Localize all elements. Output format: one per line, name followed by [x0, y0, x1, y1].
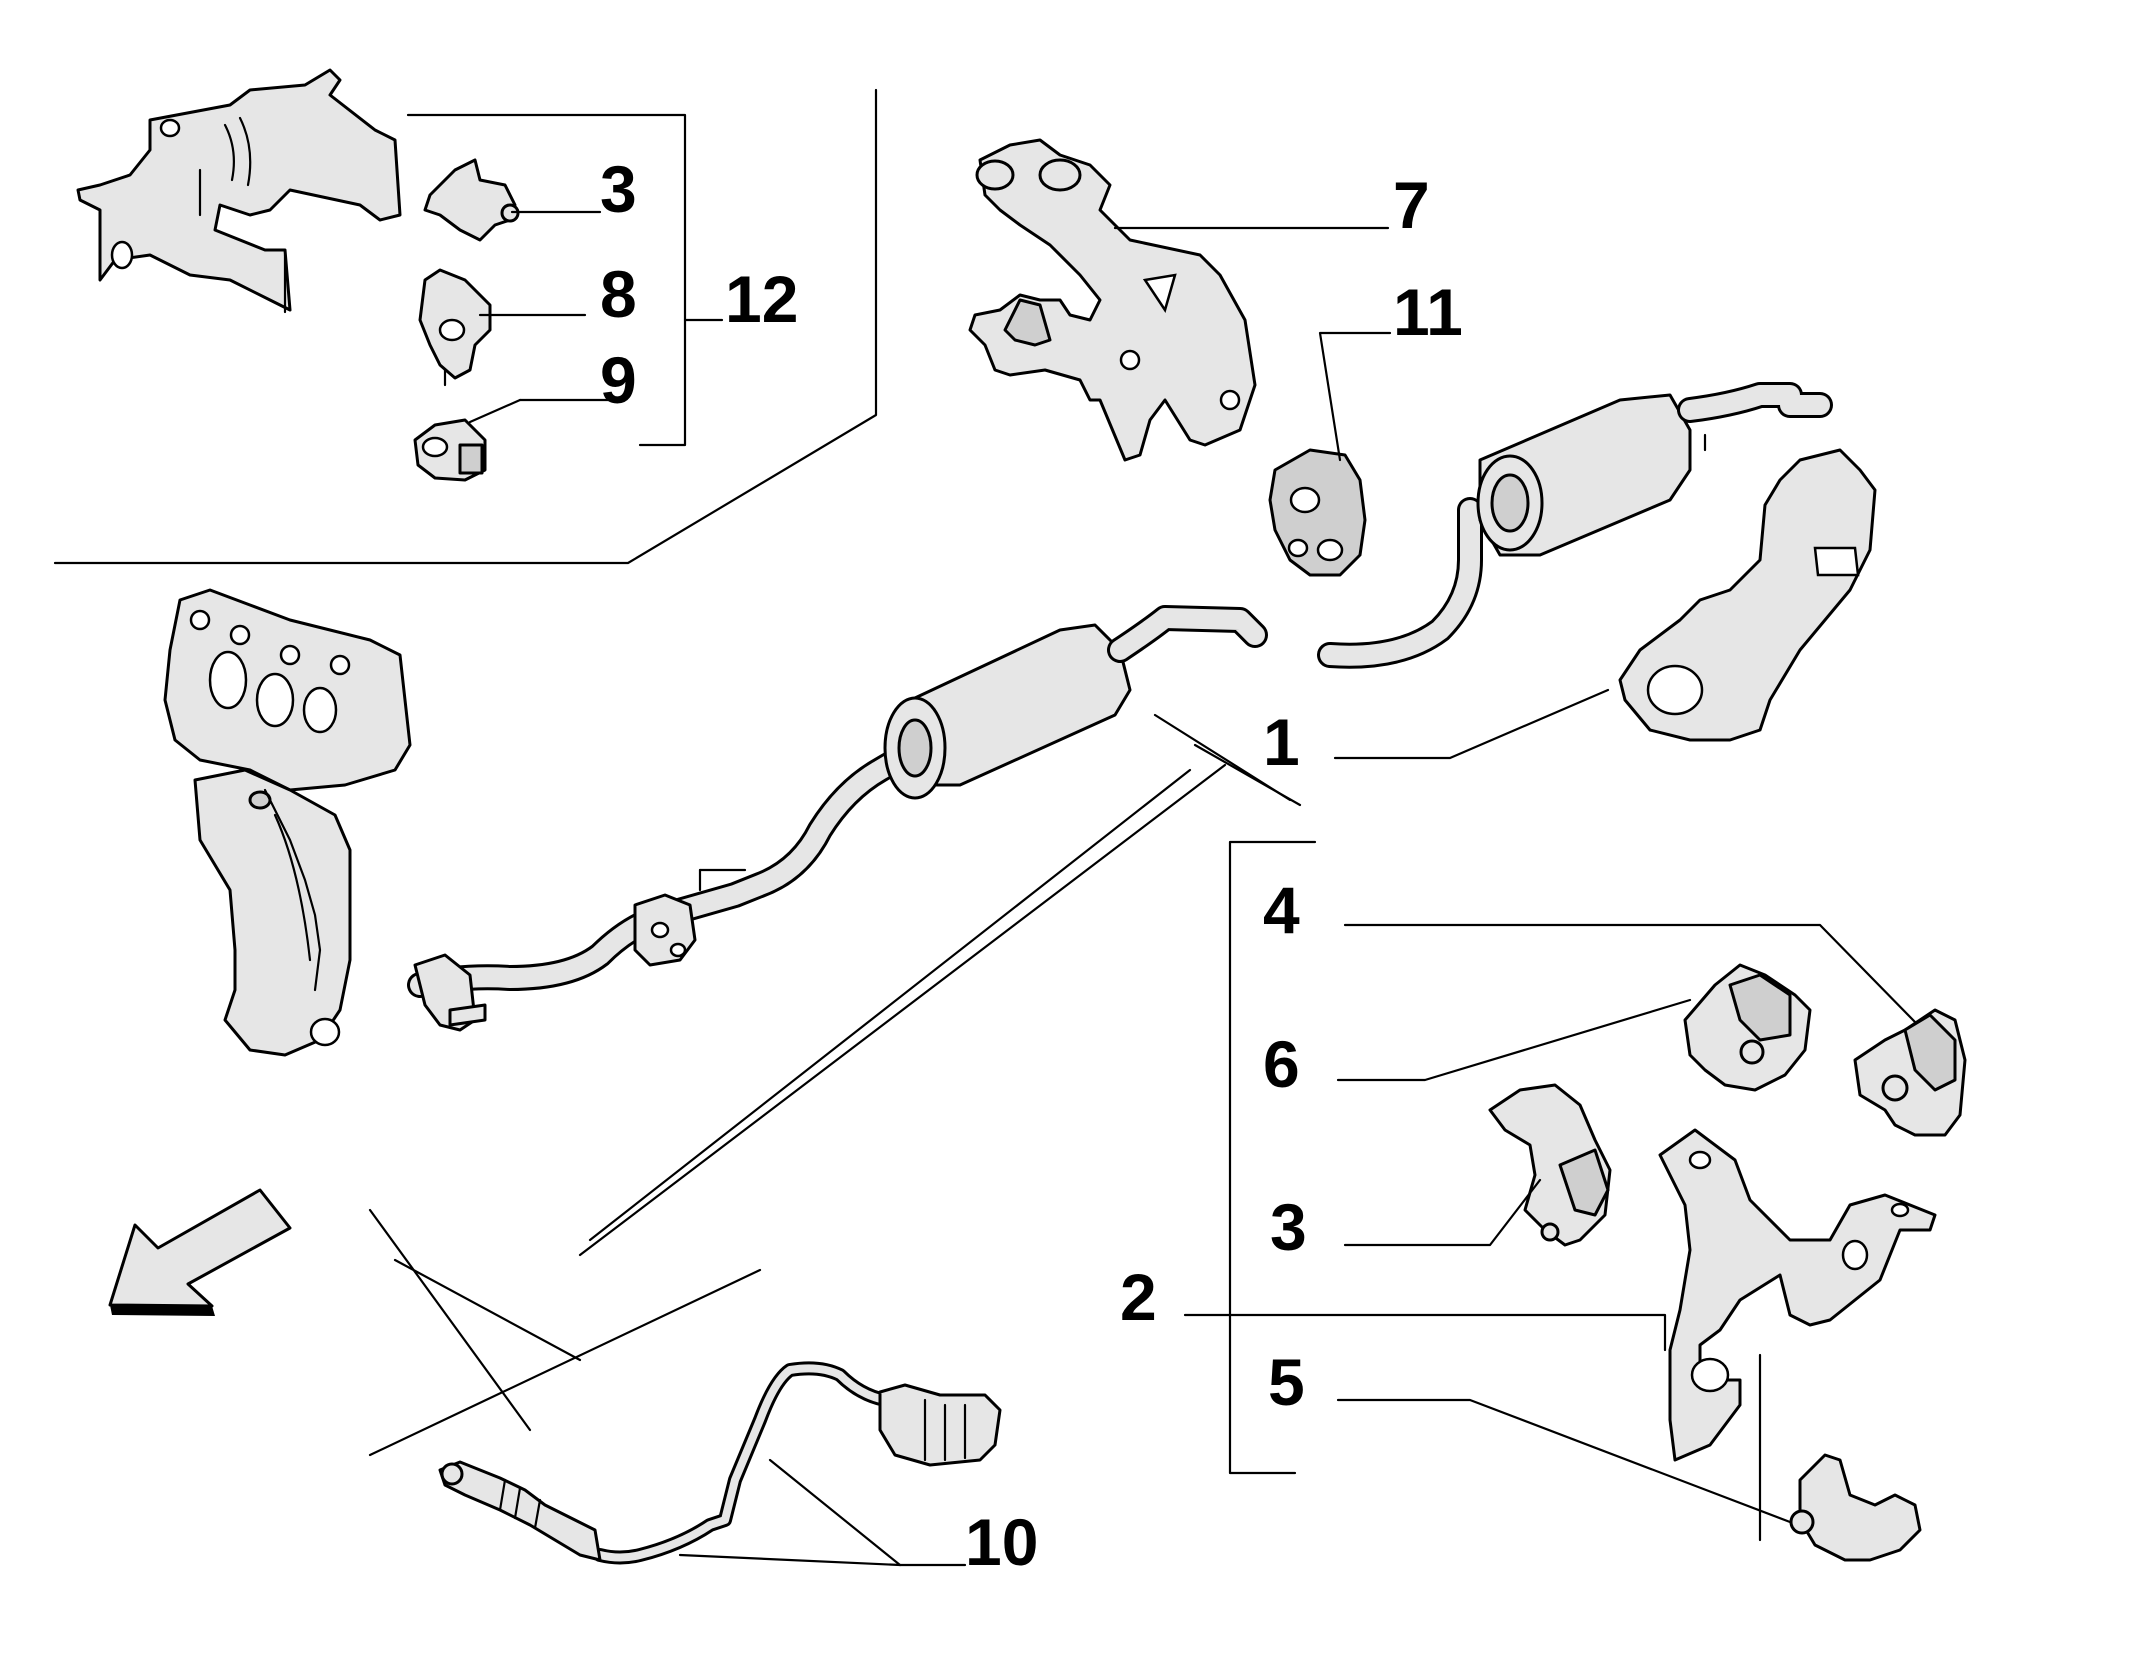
label-7: 7	[1393, 168, 1430, 242]
label-5: 5	[1268, 1345, 1305, 1419]
group-12-bracket	[406, 113, 724, 447]
front-pipe-and-center-muffler	[407, 605, 1268, 1032]
clamp-part-5	[1758, 1353, 1922, 1562]
leader-lines-right-group	[1183, 923, 1917, 1524]
label-4: 4	[1263, 873, 1300, 947]
leader-10	[678, 1553, 967, 1567]
rubber-mount-part-11	[1268, 448, 1367, 577]
label-2: 2	[1120, 1260, 1157, 1334]
clamp-part-3-top	[423, 158, 520, 242]
clamp-part-3-right	[1488, 1083, 1612, 1247]
bracket-part-7	[968, 138, 1257, 462]
label-8: 8	[600, 257, 637, 331]
group-2-bracket	[1228, 840, 1317, 1475]
front-direction-arrow-icon	[108, 1188, 292, 1316]
leader-11	[1318, 331, 1392, 462]
label-10: 10	[965, 1505, 1038, 1579]
clamp-part-6	[1683, 963, 1812, 1092]
leader-1	[1333, 688, 1610, 760]
catalytic-converter	[193, 768, 352, 1057]
clamp-part-4	[1853, 1008, 1967, 1137]
label-11: 11	[1393, 275, 1463, 349]
clip-part-8	[418, 268, 492, 387]
heat-shield-part-1	[1618, 448, 1877, 742]
hanger-bracket-group-12	[76, 68, 402, 314]
leader-10b	[768, 1458, 902, 1567]
exhaust-manifold	[163, 588, 412, 792]
rear-muffler	[1317, 382, 1833, 669]
label-6: 6	[1263, 1027, 1300, 1101]
leader-lines-top-left	[468, 210, 622, 424]
label-3-top: 3	[600, 152, 637, 226]
oxygen-sensor-part-10	[438, 1361, 1002, 1565]
label-1: 1	[1263, 705, 1300, 779]
sensor-wire-on-manifold	[263, 788, 322, 992]
clip-part-9	[413, 418, 487, 482]
label-12: 12	[725, 262, 798, 336]
label-9: 9	[600, 343, 637, 417]
section-divider-lines	[53, 88, 1302, 1457]
bracket-part-2	[1658, 1128, 1937, 1462]
label-3-right: 3	[1270, 1190, 1307, 1264]
callout-labels: 3 8 9 12 7 11 1 4 6 3 2 5 10	[600, 152, 1463, 1579]
